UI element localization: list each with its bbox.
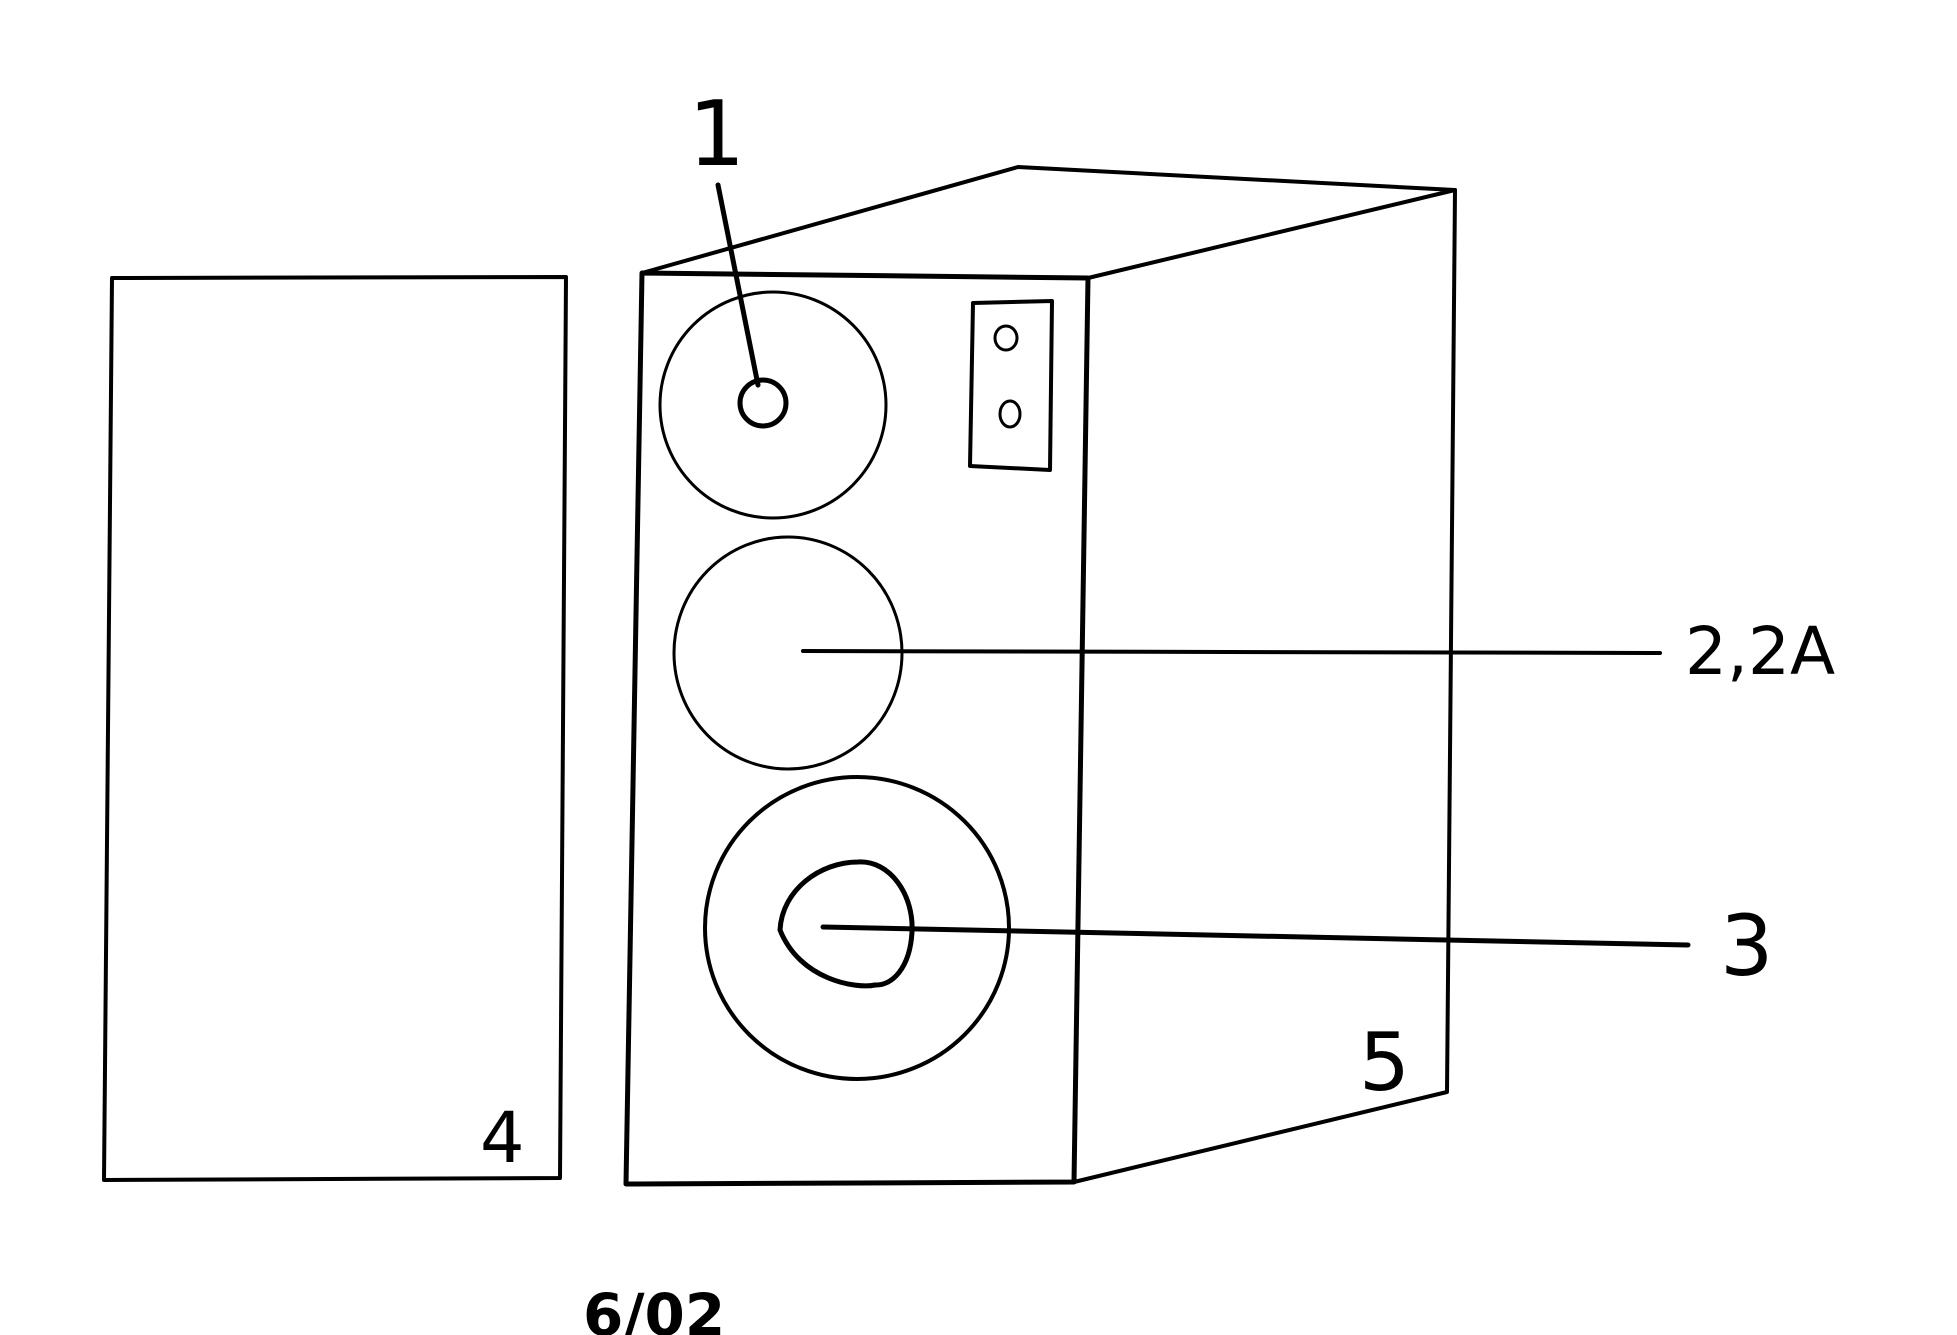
label-2-2a: 2,2A <box>1685 613 1835 690</box>
grille-panel <box>102 275 568 1182</box>
label-1: 1 <box>688 82 745 187</box>
cabinet-side-face <box>1072 188 1457 1184</box>
woofer-outer-ring <box>703 775 1011 1081</box>
leader-line-3 <box>820 924 1691 948</box>
tweeter-outer-ring <box>658 290 888 520</box>
terminal-plate <box>968 299 1054 472</box>
tweeter-dome <box>737 377 789 429</box>
label-5: 5 <box>1359 1016 1410 1109</box>
terminal-post-icon <box>998 399 1022 429</box>
leader-line-2 <box>801 649 1662 655</box>
woofer-driver <box>703 775 1011 1081</box>
leader-lines <box>715 182 1691 948</box>
speaker-cabinet <box>623 165 1457 1187</box>
page-number: 6/02 <box>583 1281 725 1335</box>
label-4: 4 <box>480 1097 525 1179</box>
leader-line-1 <box>715 182 761 388</box>
woofer-dust-cap <box>777 859 915 989</box>
cabinet-top-face <box>640 165 1457 280</box>
tweeter-driver <box>658 290 888 520</box>
terminal-post-icon <box>993 324 1019 352</box>
label-3: 3 <box>1720 897 1773 995</box>
